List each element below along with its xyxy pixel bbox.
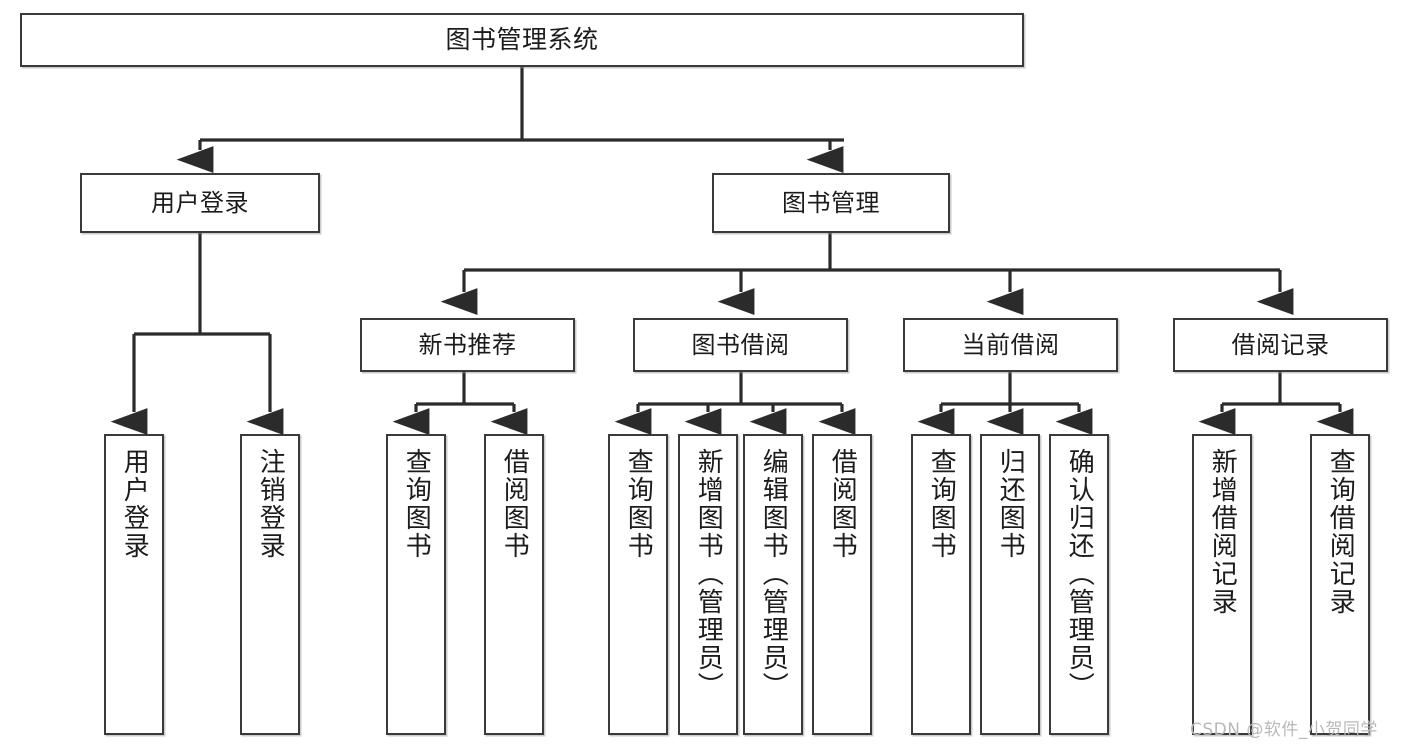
- node-book-borrow[interactable]: 图书借阅: [633, 318, 848, 372]
- node-leaf-return-book-label: 归还图书: [995, 448, 1026, 560]
- node-book-manage-label: 图书管理: [782, 188, 880, 217]
- node-leaf-add-book-label: 新增图书（管理员）: [693, 448, 724, 700]
- node-leaf-query-record[interactable]: 查询借阅记录: [1310, 434, 1370, 735]
- node-leaf-confirm-return[interactable]: 确认归还（管理员）: [1049, 434, 1109, 735]
- node-leaf-user-login[interactable]: 用户登录: [104, 434, 164, 735]
- node-borrow-record-label: 借阅记录: [1231, 330, 1330, 359]
- node-borrow-record[interactable]: 借阅记录: [1173, 318, 1388, 372]
- node-leaf-query-book-3-label: 查询图书: [926, 448, 957, 560]
- node-leaf-edit-book[interactable]: 编辑图书（管理员）: [743, 434, 803, 735]
- node-leaf-logout-label: 注销登录: [255, 448, 286, 560]
- node-leaf-borrow-book-1-label: 借阅图书: [499, 448, 530, 560]
- watermark: CSDN @软件_小贺同学: [1190, 720, 1378, 740]
- node-leaf-add-record[interactable]: 新增借阅记录: [1192, 434, 1252, 735]
- node-leaf-borrow-book-1[interactable]: 借阅图书: [484, 434, 544, 735]
- node-leaf-query-book-1[interactable]: 查询图书: [386, 434, 446, 735]
- node-current-borrow-label: 当前借阅: [961, 330, 1060, 359]
- node-leaf-query-book-2[interactable]: 查询图书: [608, 434, 668, 735]
- node-leaf-confirm-return-label: 确认归还（管理员）: [1064, 448, 1095, 700]
- node-leaf-query-book-2-label: 查询图书: [623, 448, 654, 560]
- node-book-manage[interactable]: 图书管理: [712, 173, 950, 233]
- node-leaf-query-book-1-label: 查询图书: [401, 448, 432, 560]
- node-leaf-edit-book-label: 编辑图书（管理员）: [758, 448, 789, 700]
- node-leaf-return-book[interactable]: 归还图书: [980, 434, 1040, 735]
- node-new-book-rec-label: 新书推荐: [418, 330, 517, 359]
- node-user-login-label: 用户登录: [151, 188, 249, 217]
- node-root-label: 图书管理系统: [445, 25, 599, 54]
- node-current-borrow[interactable]: 当前借阅: [903, 318, 1118, 372]
- node-leaf-user-login-label: 用户登录: [119, 448, 150, 560]
- node-leaf-add-record-label: 新增借阅记录: [1207, 448, 1238, 616]
- node-new-book-rec[interactable]: 新书推荐: [360, 318, 575, 372]
- node-leaf-logout[interactable]: 注销登录: [240, 434, 300, 735]
- node-book-borrow-label: 图书借阅: [691, 330, 790, 359]
- node-leaf-add-book[interactable]: 新增图书（管理员）: [678, 434, 738, 735]
- node-leaf-borrow-book-2-label: 借阅图书: [827, 448, 858, 560]
- node-leaf-borrow-book-2[interactable]: 借阅图书: [812, 434, 872, 735]
- node-leaf-query-record-label: 查询借阅记录: [1325, 448, 1356, 616]
- node-user-login[interactable]: 用户登录: [80, 173, 320, 233]
- node-leaf-query-book-3[interactable]: 查询图书: [911, 434, 971, 735]
- node-root[interactable]: 图书管理系统: [20, 13, 1024, 67]
